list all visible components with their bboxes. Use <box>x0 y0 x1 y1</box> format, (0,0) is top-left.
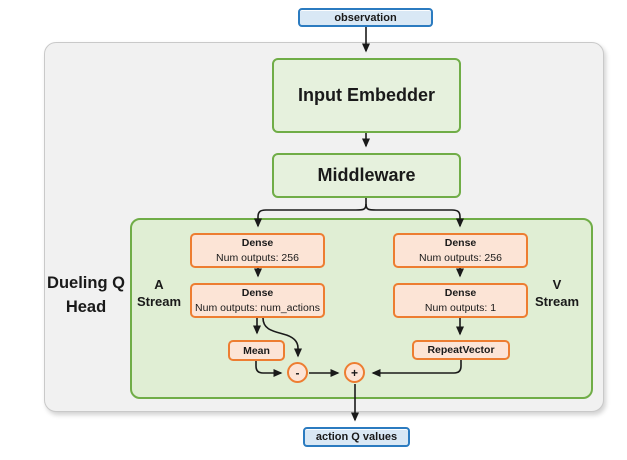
v-stream-dense-2-subtitle: Num outputs: 1 <box>424 301 497 314</box>
action-q-values-node: action Q values <box>303 427 410 447</box>
add-operator-node: + <box>344 362 365 383</box>
input-embedder-node: Input Embedder <box>272 58 461 133</box>
observation-node: observation <box>298 8 433 27</box>
a-stream-dense-1: Dense Num outputs: 256 <box>190 233 325 268</box>
dueling-q-head-label: Dueling Q Head <box>47 274 125 316</box>
a-stream-label: A Stream <box>136 277 182 310</box>
subtract-operator-node: - <box>287 362 308 383</box>
v-stream-label: V Stream <box>534 277 580 310</box>
repeat-vector-node: RepeatVector <box>412 340 510 360</box>
a-stream-dense-2-subtitle: Num outputs: num_actions <box>195 301 320 314</box>
v-stream-dense-2-title: Dense <box>444 287 477 300</box>
a-stream-dense-2: Dense Num outputs: num_actions <box>190 283 325 318</box>
a-stream-dense-1-title: Dense <box>241 237 274 250</box>
v-stream-dense-1: Dense Num outputs: 256 <box>393 233 528 268</box>
v-stream-dense-1-title: Dense <box>444 237 477 250</box>
v-stream-dense-2: Dense Num outputs: 1 <box>393 283 528 318</box>
v-stream-dense-1-subtitle: Num outputs: 256 <box>419 251 502 264</box>
a-stream-dense-1-subtitle: Num outputs: 256 <box>216 251 299 264</box>
middleware-node: Middleware <box>272 153 461 198</box>
a-stream-dense-2-title: Dense <box>241 287 274 300</box>
mean-node: Mean <box>228 340 285 361</box>
